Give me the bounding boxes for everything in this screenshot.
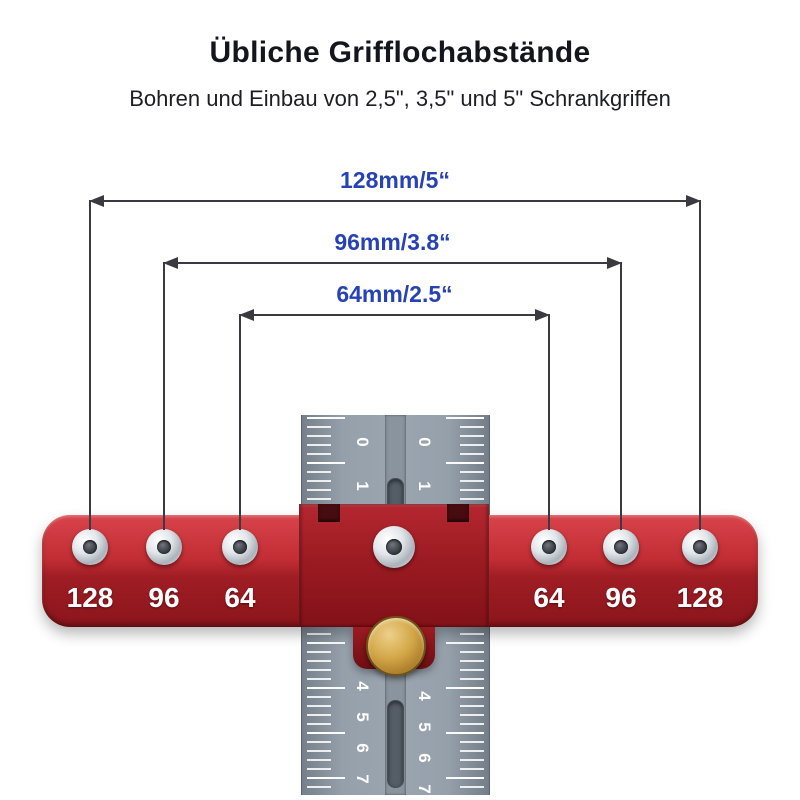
dimension-line (250, 314, 539, 316)
drill-hole-64-left (222, 529, 258, 565)
extension-line-right (548, 314, 550, 530)
ruler-number: 1 (415, 481, 434, 491)
drill-hole-96-right (603, 529, 639, 565)
hole-label-128-right: 128 (676, 582, 724, 613)
ruler-number: 6 (415, 753, 434, 763)
hole-label-96-right: 96 (605, 582, 637, 613)
ruler-number: 5 (415, 722, 434, 732)
arrow-left-icon (239, 309, 254, 321)
ruler-slot-bottom (387, 700, 404, 788)
ruler-number: 7 (353, 774, 372, 784)
hole-label-96-left: 96 (148, 582, 180, 613)
ruler-number: 4 (415, 691, 434, 701)
hole-label-128-left: 128 (66, 582, 114, 613)
ruler-number: 1 (353, 481, 372, 491)
ruler-number: 0 (353, 437, 372, 447)
ruler-number: 4 (353, 681, 372, 691)
ruler-number: 6 (353, 743, 372, 753)
dimension-label-64mm: 64mm/2.5“ (336, 281, 453, 307)
arrow-right-icon (535, 309, 550, 321)
dimension-label-128mm: 128mm/5“ (340, 167, 450, 193)
page-subtitle: Bohren und Einbau von 2,5", 3,5" und 5" … (129, 86, 671, 111)
dimension-line (174, 262, 611, 264)
extension-line-left (89, 200, 91, 530)
dimension-line (100, 200, 690, 202)
arrow-right-icon (607, 257, 622, 269)
arrow-right-icon (686, 195, 701, 207)
adjustment-knob[interactable] (366, 616, 426, 676)
ruler-number: 5 (353, 712, 372, 722)
extension-line-left (163, 262, 165, 530)
drill-hole-128-right (682, 529, 718, 565)
arrow-left-icon (163, 257, 178, 269)
dimension-label-96mm: 96mm/3.8“ (334, 229, 451, 255)
extension-line-left (239, 314, 241, 530)
extension-line-right (620, 262, 622, 530)
ruler-number: 0 (415, 437, 434, 447)
arrow-left-icon (89, 195, 104, 207)
ruler-number: 7 (415, 784, 434, 794)
hole-label-64-right: 64 (533, 582, 565, 613)
drill-hole-center (373, 526, 415, 568)
drill-hole-96-left (146, 529, 182, 565)
drill-hole-64-right (531, 529, 567, 565)
page-title: Übliche Grifflochabstände (209, 36, 591, 69)
center-notch-left (318, 504, 340, 522)
center-notch-right (447, 504, 469, 522)
drill-hole-128-left (72, 529, 108, 565)
hole-label-64-left: 64 (224, 582, 256, 613)
extension-line-right (699, 200, 701, 530)
